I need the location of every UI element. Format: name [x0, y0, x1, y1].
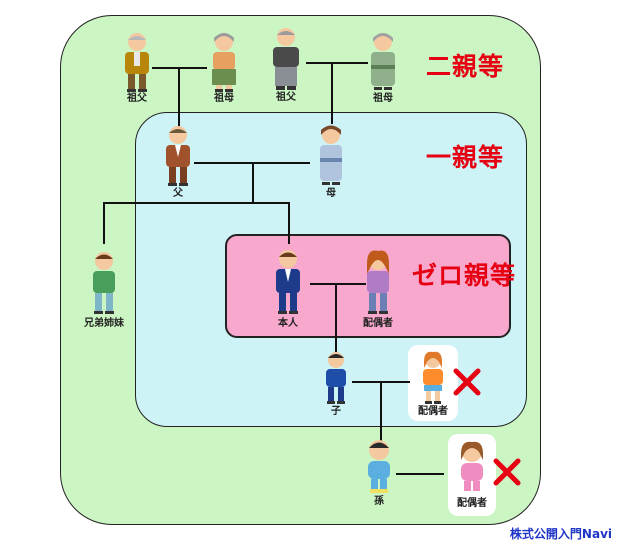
boy-icon [93, 252, 115, 314]
person-label: 祖母 [214, 93, 234, 104]
person-sibling: 兄弟姉妹 [74, 250, 134, 330]
person-grandchild-spouse: 配偶者 [442, 440, 502, 510]
baby-girl-icon [461, 441, 483, 495]
person-spouse: 配偶者 [348, 250, 408, 330]
zero-degree-label: ゼロ親等 [412, 261, 517, 290]
person-label: 子 [331, 406, 341, 417]
second-degree-label: 二親等 [426, 52, 505, 81]
person-label: 配偶者 [457, 498, 487, 509]
x-mark-icon [493, 458, 521, 486]
person-child: 子 [306, 350, 366, 418]
person-label: 祖母 [373, 93, 393, 104]
person-label: 孫 [374, 496, 384, 507]
person-maternal-grandmother: 祖母 [353, 31, 413, 105]
x-mark-icon [453, 368, 481, 396]
person-paternal-grandfather: 祖父 [107, 31, 167, 105]
person-child-spouse: 配偶者 [403, 350, 463, 418]
elderly-man-kimono-icon [273, 28, 299, 90]
person-label: 母 [326, 188, 336, 199]
woman-icon [367, 250, 389, 314]
elderly-woman-kimono-icon [371, 33, 395, 90]
person-label: 祖父 [276, 92, 296, 103]
footer-credit: 株式公開入門Navi [509, 527, 612, 541]
boy-icon [326, 352, 346, 404]
baby-icon [368, 440, 390, 493]
person-label: 兄弟姉妹 [84, 318, 124, 329]
person-label: 父 [173, 188, 183, 199]
person-grandchild: 孫 [349, 438, 409, 508]
elderly-man-icon [125, 33, 149, 92]
first-degree-label: 一親等 [426, 143, 505, 172]
woman-kimono-icon [320, 125, 342, 185]
person-mother: 母 [301, 124, 361, 200]
person-label: 配偶者 [418, 406, 448, 417]
person-label: 本人 [278, 318, 298, 329]
person-self: 本人 [258, 248, 318, 330]
person-label: 祖父 [127, 93, 147, 104]
girl-icon [423, 351, 443, 404]
man-suit-icon [166, 126, 190, 186]
person-paternal-grandmother: 祖母 [194, 31, 254, 105]
person-father: 父 [148, 124, 208, 200]
person-maternal-grandfather: 祖父 [256, 26, 316, 104]
person-label: 配偶者 [363, 318, 393, 329]
elderly-woman-icon [212, 33, 236, 92]
man-suit-icon [276, 250, 300, 314]
